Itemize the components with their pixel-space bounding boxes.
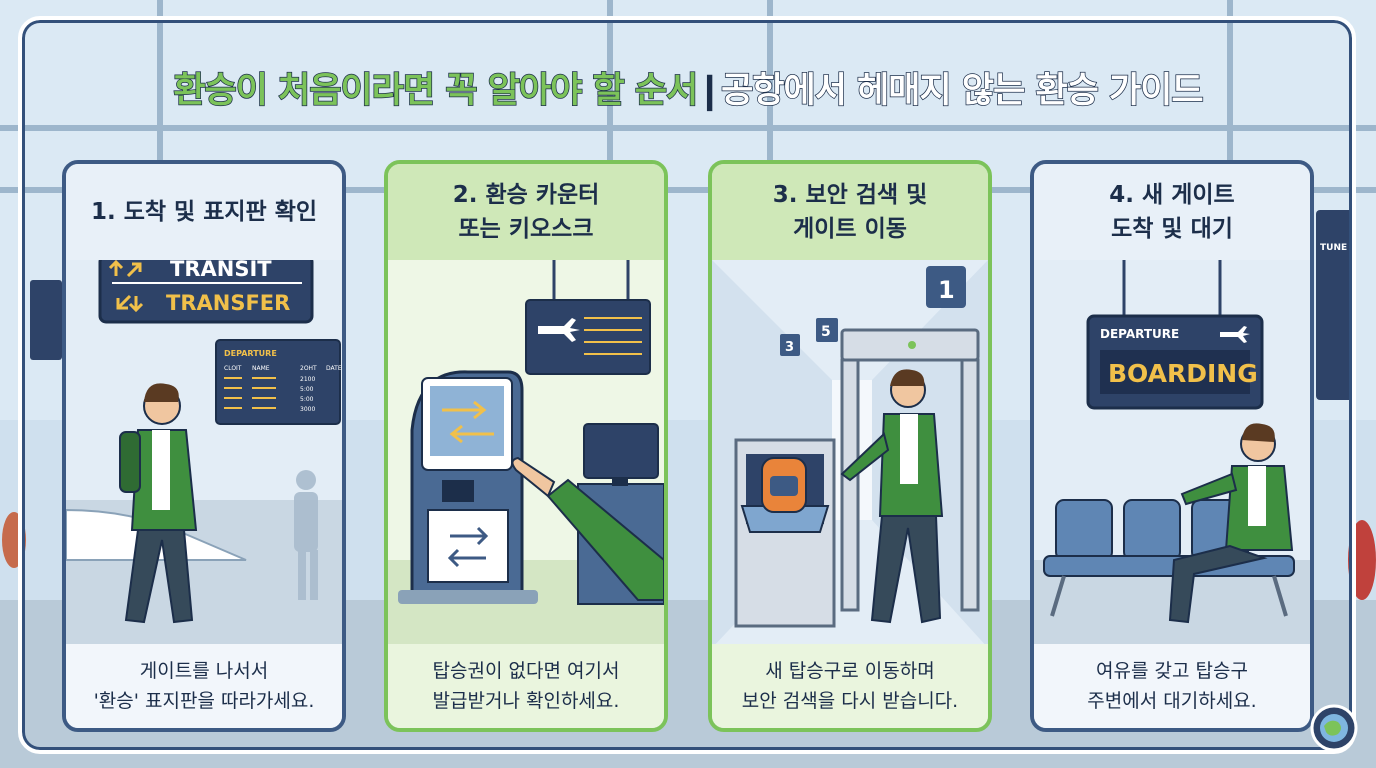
security-traveler-figure (840, 369, 944, 624)
step-heading: 3. 보안 검색 및 게이트 이동 (712, 164, 988, 260)
gate-number-1: 1 (938, 276, 955, 304)
board-col-3: 2OHT (300, 365, 317, 372)
boarding-sign-text: BOARDING (1108, 359, 1258, 388)
step-panel-2: 2. 환승 카운터 또는 키오스크 탑승권이 (384, 160, 668, 732)
step-panel-3: 3. 보안 검색 및 게이트 이동 1 3 5 새 탑승구로 이 (708, 160, 992, 732)
step-4-illustration: DEPARTURE BOARDING (1034, 260, 1310, 648)
traveler-figure (119, 383, 198, 624)
step-caption: 탑승권이 없다면 여기서 발급받거나 확인하세요. (388, 644, 664, 728)
plane-icon (538, 318, 580, 342)
side-board-label: TUNE (1320, 243, 1347, 253)
step-3-illustration: 1 3 5 (712, 260, 988, 648)
transfer-arrows-icon (116, 294, 144, 313)
step-caption: 여유를 갖고 탑승구 주변에서 대기하세요. (1034, 644, 1310, 728)
departure-sign-text: DEPARTURE (1100, 327, 1179, 341)
step-panel-1: 1. 도착 및 표지판 확인 TRANSIT TRANSFER DEPARTUR… (62, 160, 346, 732)
poster-frame (18, 16, 1356, 754)
board-row-4: 3000 (300, 406, 315, 413)
page-title: 환승이 처음이라면 꼭 알아야 할 순서|공항에서 헤매지 않는 환승 가이드 (40, 62, 1336, 113)
title-main: 환승이 처음이라면 꼭 알아야 할 순서 (173, 70, 699, 112)
step-heading: 4. 새 게이트 도착 및 대기 (1034, 164, 1310, 260)
board-col-2: NAME (252, 365, 270, 372)
board-row-1: 2100 (300, 376, 315, 383)
waiting-traveler-figure (1168, 423, 1294, 624)
transit-arrows-icon (108, 260, 142, 278)
gate-number-3: 3 (785, 340, 794, 355)
board-row-2: 5:00 (300, 386, 314, 393)
swap-arrows-icon (447, 526, 489, 568)
transfer-sign-text: TRANSFER (166, 291, 290, 315)
step-panel-4: 4. 새 게이트 도착 및 대기 DEPARTURE BOARDING 여유를 … (1030, 160, 1314, 732)
gate-number-5: 5 (821, 324, 831, 340)
board-row-3: 5:00 (300, 396, 314, 403)
step-heading: 2. 환승 카운터 또는 키오스크 (388, 164, 664, 260)
step-1-illustration: TRANSIT TRANSFER DEPARTURE CLOIT NAME 2O… (66, 260, 342, 648)
board-col-4: DATE (326, 365, 342, 372)
departure-board-title: DEPARTURE (224, 349, 277, 358)
transit-sign-text: TRANSIT (170, 260, 272, 281)
plane-icon (1220, 326, 1250, 343)
step-heading: 1. 도착 및 표지판 확인 (66, 164, 342, 260)
step-caption: 게이트를 나서서 '환승' 표지판을 따라가세요. (66, 644, 342, 728)
step-2-illustration (388, 260, 664, 648)
step-caption: 새 탑승구로 이동하며 보안 검색을 다시 받습니다. (712, 644, 988, 728)
board-col-1: CLOIT (224, 365, 242, 372)
title-subtitle: 공항에서 헤매지 않는 환승 가이드 (720, 70, 1204, 112)
globe-badge-icon (1310, 704, 1358, 752)
title-separator: | (703, 70, 717, 112)
